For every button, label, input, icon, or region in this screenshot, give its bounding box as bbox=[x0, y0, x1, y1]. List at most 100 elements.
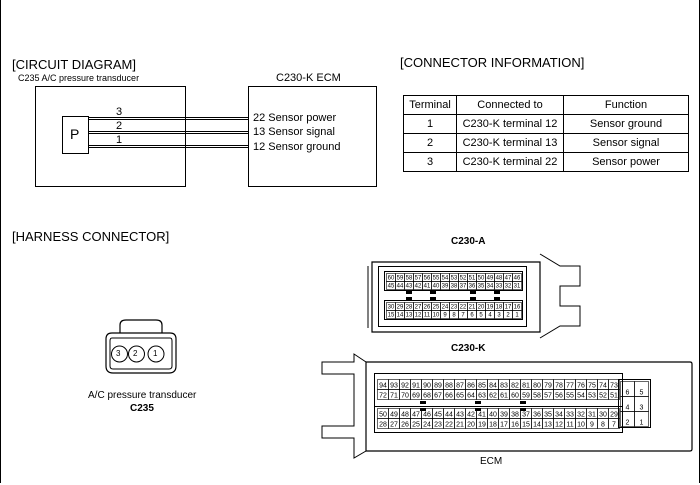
c230k-pin-label: 48 bbox=[401, 411, 409, 418]
c230k-pin-label: 14 bbox=[533, 421, 541, 428]
c230a-pin-label: 46 bbox=[514, 275, 521, 281]
c230k-pin-label: 52 bbox=[599, 392, 607, 399]
ecm-pin-12: 12 Sensor ground bbox=[253, 141, 341, 153]
c230a-pin-label: 40 bbox=[433, 283, 440, 289]
c230k-pin-label: 86 bbox=[467, 382, 475, 389]
c230k-pin-label: 67 bbox=[434, 392, 442, 399]
c230a-pin-label: 20 bbox=[478, 304, 485, 310]
c230a-pin-label: 9 bbox=[443, 312, 447, 318]
ecm-caption: ECM bbox=[480, 456, 503, 467]
c230k-pin-label: 37 bbox=[522, 411, 530, 418]
c230k-pin-label: 64 bbox=[467, 392, 475, 399]
c230a-pin-label: 28 bbox=[406, 304, 413, 310]
c230k-label: C230-K bbox=[451, 343, 486, 354]
c235-pin-3 bbox=[111, 345, 128, 363]
c230a-pin-label: 25 bbox=[433, 304, 440, 310]
c230a-pin-label: 13 bbox=[406, 312, 413, 318]
c230k-pin-label: 31 bbox=[588, 411, 596, 418]
c230k-pin-label: 15 bbox=[522, 421, 530, 428]
c230k-pin-label: 90 bbox=[423, 382, 431, 389]
c230a-pin-label: 21 bbox=[469, 304, 476, 310]
c230k-pin-cell bbox=[608, 418, 620, 429]
c230a-pin-label: 8 bbox=[452, 312, 456, 318]
c230k-pin-label: 12 bbox=[555, 421, 563, 428]
c230a-pin-label: 2 bbox=[506, 312, 510, 318]
ecm-name: C230-K ECM bbox=[276, 72, 341, 84]
c230a-key bbox=[470, 291, 476, 294]
c230a-pin-label: 33 bbox=[496, 283, 503, 289]
c230k-pin-label: 70 bbox=[401, 392, 409, 399]
sensor-box bbox=[35, 86, 186, 187]
c230a-pin-label: 43 bbox=[406, 283, 413, 289]
c230k-pin-label: 55 bbox=[566, 392, 574, 399]
c230a-pin-label: 15 bbox=[388, 312, 395, 318]
c230a-pin-label: 59 bbox=[397, 275, 404, 281]
c230k-pin-label: 59 bbox=[522, 392, 530, 399]
c235-pin-label-3: 3 bbox=[116, 349, 121, 358]
c230k-pin-label: 42 bbox=[467, 411, 475, 418]
c230a-pin-label: 45 bbox=[388, 283, 395, 289]
sensor-symbol: P bbox=[70, 126, 80, 142]
c230k-pin-label: 88 bbox=[445, 382, 453, 389]
c230a-pin-label: 54 bbox=[442, 275, 449, 281]
c230k-pin-label: 45 bbox=[434, 411, 442, 418]
c230a-pin-label: 37 bbox=[460, 283, 467, 289]
c230k-pin-label: 28 bbox=[379, 421, 387, 428]
c230k-pin-label: 93 bbox=[390, 382, 398, 389]
c235-latch bbox=[119, 319, 163, 333]
c230a-pin-label: 49 bbox=[487, 275, 494, 281]
c235-inner bbox=[109, 337, 173, 370]
c230k-pin-label: 18 bbox=[489, 421, 497, 428]
c230a-pin-label: 7 bbox=[461, 312, 465, 318]
c230k-pin-label: 27 bbox=[390, 421, 398, 428]
c230k-pin-label: 33 bbox=[566, 411, 574, 418]
c235-pin-1 bbox=[147, 345, 165, 363]
c230k-pin-label: 81 bbox=[522, 382, 530, 389]
c230a-pin-label: 51 bbox=[469, 275, 476, 281]
c230k-pin-label: 38 bbox=[511, 411, 519, 418]
c230a-pin-label: 32 bbox=[505, 283, 512, 289]
c230k-pin-label: 32 bbox=[577, 411, 585, 418]
c230k-pin-label: 19 bbox=[478, 421, 486, 428]
c230k-pin-label: 77 bbox=[566, 382, 574, 389]
c230k-pin-label: 7 bbox=[612, 421, 616, 428]
c235-code: C235 bbox=[130, 403, 154, 414]
c230a-pin-label: 19 bbox=[487, 304, 494, 310]
c230a-pin-label: 55 bbox=[433, 275, 440, 281]
c230a-pin-cell bbox=[512, 281, 522, 290]
c230a-pin-label: 1 bbox=[515, 312, 519, 318]
c230k-pin-label: 71 bbox=[390, 392, 398, 399]
c230k-key bbox=[520, 401, 526, 404]
c230k-shell bbox=[365, 361, 693, 452]
c230k-key bbox=[475, 401, 481, 404]
c230a-pin-label: 52 bbox=[460, 275, 467, 281]
cell-terminal: 3 bbox=[403, 152, 457, 172]
c230k-pin-label: 57 bbox=[544, 392, 552, 399]
c230k-pin-label: 60 bbox=[511, 392, 519, 399]
connector-info-heading: [CONNECTOR INFORMATION] bbox=[400, 55, 585, 70]
c230a-pin-label: 31 bbox=[514, 283, 521, 289]
c230k-key bbox=[420, 401, 426, 404]
sensor-name: C235 A/C pressure transducer bbox=[18, 73, 140, 83]
c230a-pin-label: 56 bbox=[424, 275, 431, 281]
c230a-pin-label: 42 bbox=[415, 283, 422, 289]
circuit-heading: [CIRCUIT DIAGRAM] bbox=[12, 57, 136, 72]
c230a-pin-label: 4 bbox=[488, 312, 492, 318]
c230k-pin-label: 85 bbox=[478, 382, 486, 389]
c230a-pin-label: 5 bbox=[479, 312, 483, 318]
c230k-pin-label: 63 bbox=[478, 392, 486, 399]
c230k-lock bbox=[321, 353, 367, 459]
c230a-pin-label: 3 bbox=[497, 312, 501, 318]
c230a-key bbox=[494, 291, 500, 294]
c230k-pin-label: 51 bbox=[610, 392, 618, 399]
c230k-pin-label: 69 bbox=[412, 392, 420, 399]
c230k-pin-label: 91 bbox=[412, 382, 420, 389]
c230k-pin-label: 9 bbox=[590, 421, 594, 428]
c230a-pin-label: 10 bbox=[433, 312, 440, 318]
c230a-lower-block bbox=[384, 300, 523, 320]
c235-pin-label-1: 1 bbox=[153, 349, 158, 358]
c230k-pin-label: 68 bbox=[423, 392, 431, 399]
